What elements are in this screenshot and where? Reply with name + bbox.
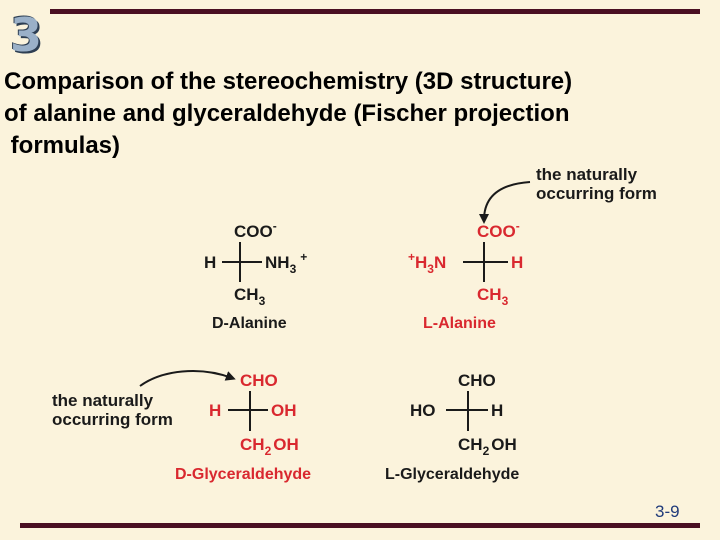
page-number: 3-9 (655, 502, 680, 521)
l-alanine-top-group: COO- (477, 219, 520, 241)
d-alanine-right-group: NH3+ (265, 250, 307, 276)
d-glyceraldehyde-name: D-Glyceraldehyde (175, 466, 311, 483)
annotation-naturally-bottom: the naturally occurring form (52, 370, 236, 429)
slide-number: 3 (10, 8, 43, 62)
title-line-2: of alanine and glyceraldehyde (Fischer p… (4, 100, 570, 127)
title-line-1: Comparison of the stereochemistry (3D st… (4, 68, 573, 95)
l-alanine-bottom-group: CH3 (477, 285, 509, 308)
top-rule (50, 9, 700, 14)
d-glyceraldehyde-top-group: CHO (240, 371, 278, 390)
d-glyceraldehyde-left-group: H (209, 401, 221, 420)
d-alanine-left-group: H (204, 253, 216, 272)
annotation-top-line-2: occurring form (536, 184, 657, 203)
annotation-naturally-top: the naturally occurring form (479, 165, 657, 224)
d-alanine: COO- H NH3+ CH3 D-Alanine (204, 219, 307, 332)
annotation-bottom-line-2: occurring form (52, 410, 173, 429)
arrow-to-d-glyceraldehyde (139, 370, 236, 387)
annotation-bottom-line-1: the naturally (52, 391, 154, 410)
l-alanine-left-group: +H3N (408, 250, 446, 276)
annotation-top-line-1: the naturally (536, 165, 638, 184)
bottom-rule (20, 523, 700, 528)
d-alanine-top-group: COO- (234, 219, 277, 241)
arrow-to-l-alanine (479, 181, 531, 224)
l-glyceraldehyde-right-group: H (491, 401, 503, 420)
l-alanine-right-group: H (511, 253, 523, 272)
l-glyceraldehyde-left-group: HO (410, 401, 436, 420)
l-glyceraldehyde-name: L-Glyceraldehyde (385, 466, 519, 483)
d-glyceraldehyde-right-group: OH (271, 401, 297, 420)
l-glyceraldehyde-top-group: CHO (458, 371, 496, 390)
d-alanine-name: D-Alanine (212, 315, 287, 332)
title-line-3: formulas) (4, 132, 121, 159)
slide-title: Comparison of the stereochemistry (3D st… (4, 66, 704, 162)
l-alanine: COO- +H3N H CH3 L-Alanine (408, 219, 523, 332)
l-alanine-name: L-Alanine (423, 315, 496, 332)
d-alanine-bottom-group: CH3 (234, 285, 266, 308)
